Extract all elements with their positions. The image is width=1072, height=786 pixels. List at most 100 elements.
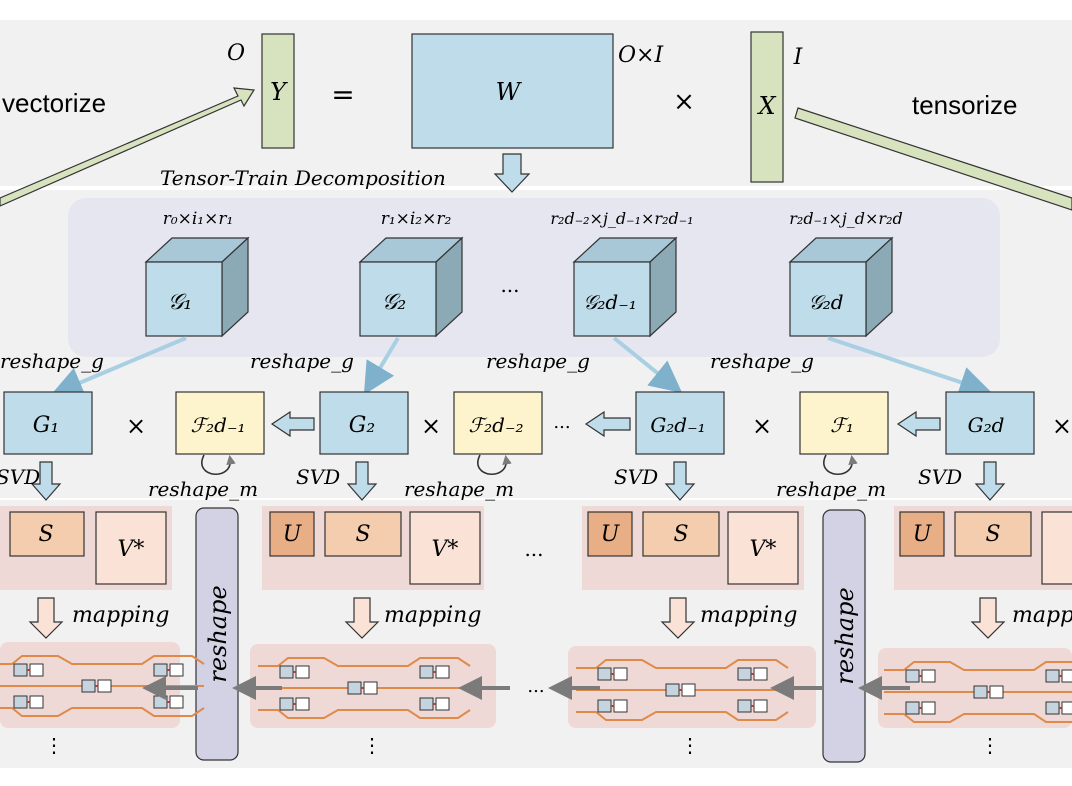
s-label-2: S: [355, 522, 370, 547]
v-label-3: V*: [750, 537, 777, 562]
core-2d-1: 𝒢₂d₋₁ r₂d₋₂×j_d₋₁×r₂d₋₁: [550, 209, 694, 338]
x-label: X: [756, 92, 776, 120]
mesh-3-mzi-4-ps2: [753, 667, 768, 681]
tensorize-arrow: [794, 107, 1072, 211]
mesh-2-mzi-5-ps1: [419, 697, 434, 711]
u-box-4: [899, 511, 945, 557]
mesh-1-mzi-4-ps2: [169, 663, 184, 677]
g2d-box: [945, 391, 1035, 455]
svd-arrow-3: [664, 461, 696, 501]
tt-title: Tensor-Train Decomposition: [160, 166, 446, 190]
svd-label-4: SVD: [918, 465, 962, 489]
s-label-1: S: [38, 522, 53, 547]
mesh-4-mzi-1-ps2: [921, 669, 936, 683]
mesh-3-waveguide-1: [576, 659, 789, 669]
reshape-m-loop-3: [823, 454, 858, 475]
reshape-g-label-3: reshape_g: [486, 349, 590, 373]
mesh-2-mzi-3-ps1: [347, 681, 362, 695]
v-label-1: V*: [118, 537, 145, 562]
mesh-3-mzi-4-ps1: [737, 667, 752, 681]
mesh-1-mzi-4-ps1: [153, 663, 168, 677]
g2d-1-label: G₂d₋₁: [650, 413, 705, 437]
mesh-1-mzi-1-ps1: [13, 663, 28, 677]
core-2d: 𝒢₂d r₂d₋₁×j_d×r₂d: [788, 209, 903, 338]
vdots-2: ⋮: [362, 733, 382, 757]
v-box-4: [1041, 511, 1072, 585]
mesh-1-mzi-2-ps1: [13, 695, 28, 709]
mesh-2-mzi-2-ps2: [295, 697, 310, 711]
mesh-1-mzi-3-ps1: [81, 679, 96, 693]
reshape-m-label-3: reshape_m: [776, 477, 886, 501]
s-label-3: S: [673, 522, 688, 547]
v-box-2: [409, 511, 481, 585]
s-box-2: [324, 511, 402, 557]
mapping-arrow-3: [660, 597, 696, 639]
core-panel: [68, 198, 1000, 357]
reshape-m-label-2: reshape_m: [404, 477, 514, 501]
core-1-dims: r₀×i₁×r₁: [163, 209, 234, 229]
mapping-label-2: mapping: [384, 603, 481, 628]
mesh-4-mzi-1-ps1: [905, 669, 920, 683]
mapping-label-4: mapping: [1012, 603, 1072, 628]
reshape-bar-2: [822, 509, 866, 763]
g2d-label: G₂d: [968, 413, 1005, 437]
tensorize-label: tensorize: [912, 90, 1018, 120]
reshape-m-loop-1: [201, 454, 236, 475]
core-1: 𝒢₁ r₀×i₁×r₁: [144, 209, 250, 338]
mesh-2-mzi-1-ps2: [295, 665, 310, 679]
mesh-1-waveguide-2: [0, 707, 205, 717]
vdots-1: ⋮: [44, 733, 64, 757]
cores-ellipsis: ...: [500, 273, 519, 297]
f1-label: ℱ₁: [830, 413, 854, 437]
reshape-bar-1-label: reshape: [204, 585, 232, 682]
mapping-label-3: mapping: [700, 603, 797, 628]
vdots-3: ⋮: [680, 733, 700, 757]
mesh-2-mzi-3-ps2: [363, 681, 378, 695]
s-box-4: [954, 511, 1032, 557]
svd-arrow-2: [346, 461, 378, 501]
mapping-arrow-2: [344, 597, 380, 639]
core-2d-1-dims: r₂d₋₂×j_d₋₁×r₂d₋₁: [550, 209, 693, 228]
mesh-3-mzi-1-ps2: [613, 667, 628, 681]
reshape-g-arrow-1: [50, 336, 187, 398]
reshape-g-label-4: reshape_g: [710, 349, 814, 373]
core-1-label: 𝒢₁: [168, 290, 192, 315]
x-dim: I: [793, 45, 804, 70]
v-box-1: [95, 511, 167, 585]
v-label-2: V*: [432, 537, 459, 562]
times-4: ×: [1052, 412, 1072, 440]
mesh-2-waveguide-2: [258, 709, 471, 719]
f2d-2-box: [453, 391, 543, 455]
reshape-m-label-1: reshape_m: [148, 477, 258, 501]
mapping-arrow-4: [970, 597, 1006, 639]
mesh-4-mzi-4-ps1: [1045, 669, 1060, 683]
core-2d-label: 𝒢₂d: [808, 290, 843, 314]
core-2-label: 𝒢₂: [382, 290, 406, 315]
mesh-1-mzi-5-ps1: [153, 695, 168, 709]
mesh-1-mzi-1-ps2: [29, 663, 44, 677]
mesh-3-mzi-2-ps2: [613, 699, 628, 713]
mesh-3-mzi-3-ps2: [681, 683, 696, 697]
core-2d-1-label: 𝒢₂d₋₁: [583, 290, 637, 314]
u-label-2: U: [283, 522, 303, 547]
reshape-bar-1: [195, 507, 239, 761]
svd-label-1: SVD: [0, 465, 40, 489]
y-label: Y: [270, 78, 288, 106]
mapping-arrow-1: [28, 597, 64, 639]
mesh-4-mzi-5-ps2: [1061, 701, 1072, 715]
svd-arrow-4: [974, 461, 1006, 501]
times-3: ×: [752, 412, 772, 440]
arrow-g2d-to-f1: [896, 410, 941, 438]
reshape-m-loop-2: [477, 454, 512, 475]
s-box-1: [9, 511, 85, 557]
g1-box: [3, 391, 93, 455]
f2d-1-box: [175, 391, 265, 455]
u-box-3: [587, 511, 633, 557]
matrix-ellipsis: ...: [553, 412, 570, 433]
mesh-1-mzi-3-ps2: [97, 679, 112, 693]
svd-arrow-1: [30, 461, 62, 501]
g2-box: [319, 391, 409, 455]
reshape-g-arrow-3: [612, 336, 683, 394]
g1-label: G₁: [33, 413, 59, 438]
